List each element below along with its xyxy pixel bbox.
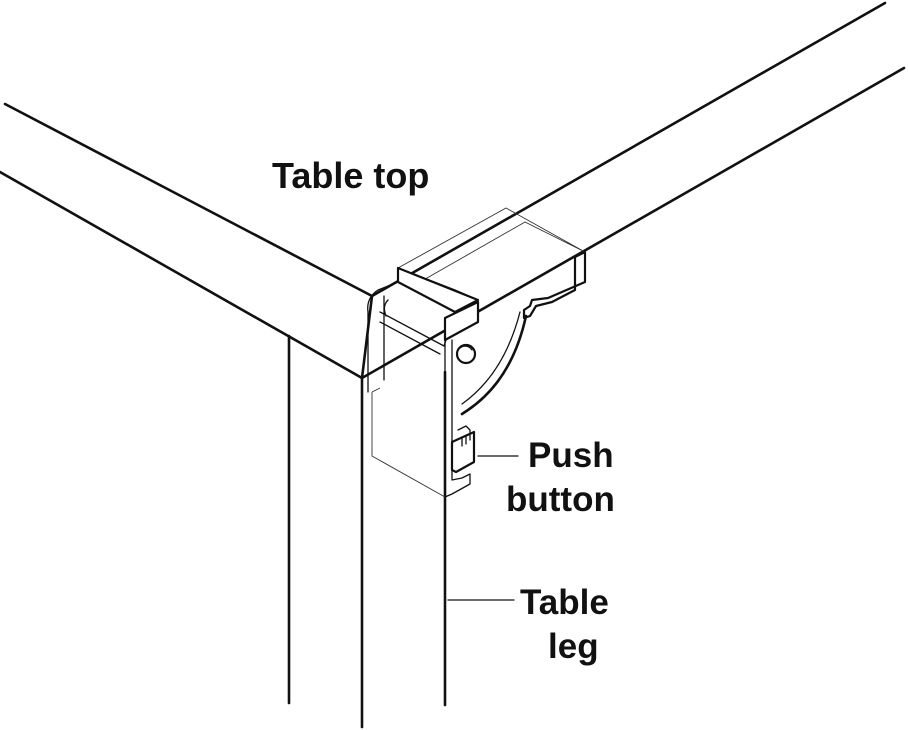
- pivot-rivet-highlight: [459, 345, 473, 351]
- bracket-curved-arm-inner: [461, 311, 521, 405]
- table-leg-label-line2: leg: [548, 627, 599, 666]
- table-top-label: Table top: [272, 155, 429, 196]
- bracket-curved-arm: [460, 314, 528, 416]
- push-button-label-line2: button: [506, 480, 615, 519]
- table-top-corner-edge: [360, 294, 374, 380]
- table-top-left-lower-edge: [0, 170, 364, 380]
- bracket-lower-edge: [444, 439, 471, 498]
- pivot-rivet-icon: [455, 343, 477, 365]
- push-button-label-line1: Push: [528, 436, 614, 475]
- bracket-housing-top: [397, 267, 479, 301]
- bracket-front-plate-outline: [371, 387, 446, 498]
- table-top-left-upper-edge: [3, 102, 374, 298]
- bracket-slot: [379, 299, 449, 355]
- table-top-right-upper-edge: [370, 1, 887, 298]
- bracket-vertical-plate-edge: [444, 339, 453, 441]
- bracket-housing: [396, 266, 480, 314]
- push-button: [450, 430, 476, 474]
- table-leg-label-line1: Table: [520, 583, 609, 622]
- table-top-right-lower-edge: [360, 66, 906, 380]
- push-button-detail: [457, 425, 471, 447]
- folding-bracket: [367, 207, 587, 498]
- bracket-top-plate-outline: [397, 207, 586, 283]
- bracket-hinge-tab: [522, 250, 587, 320]
- table-leg: [287, 334, 447, 729]
- bracket-vertical-plate: [443, 300, 480, 342]
